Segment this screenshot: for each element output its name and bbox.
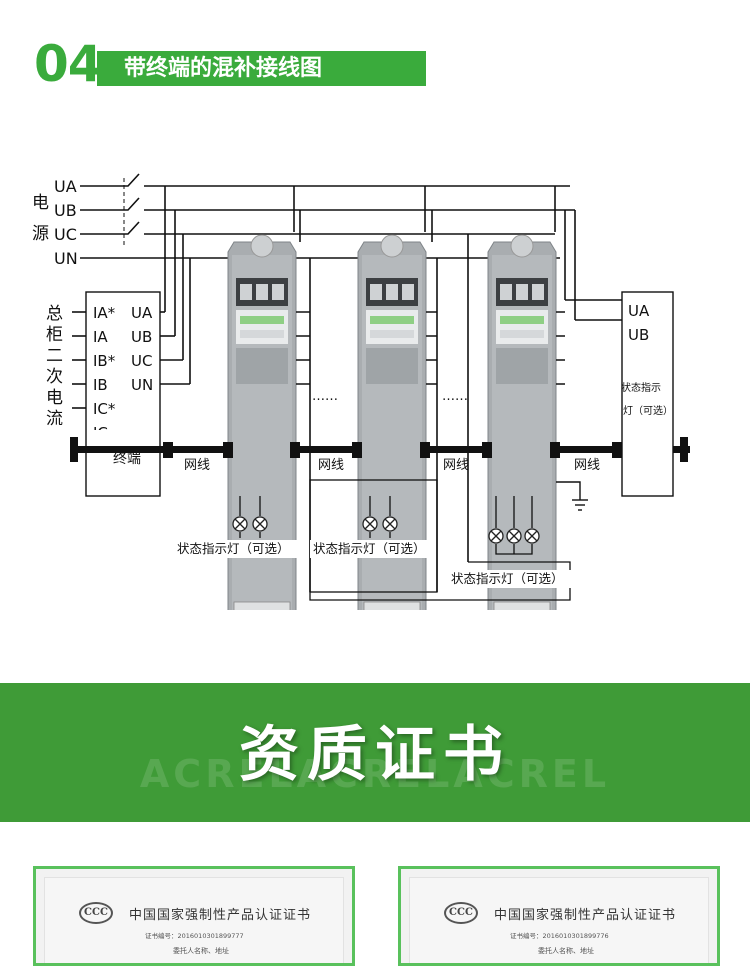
terminal-label-ua: UA [131, 304, 153, 322]
certificate-title: 中国国家强制性产品认证证书 [129, 908, 312, 923]
ccc-logo-icon: CCC [444, 902, 478, 924]
indicator-lamp-2b [382, 516, 398, 532]
cabinet-label-char-6: 流 [46, 409, 63, 429]
terminal-label-ia: IA [93, 328, 108, 346]
terminal-label-ia-star: IA* [93, 304, 116, 322]
section-title: 带终端的混补接线图 [97, 51, 426, 86]
indicator-lamp-3c [524, 528, 540, 544]
cabinet-label-char-2: 柜 [46, 325, 63, 345]
right-controller-box [621, 291, 674, 497]
indicator-lamp-1b [252, 516, 268, 532]
network-label-2: 网线 [318, 458, 344, 473]
power-label-char-1: 电 [32, 193, 49, 213]
power-line-label-ub: UB [54, 201, 77, 220]
certificate-card-2[interactable]: CCC 中国国家强制性产品认证证书 证书编号：2016010301899776 … [398, 866, 720, 966]
ellipsis-1: …… [312, 389, 338, 404]
terminal-name: 终端 [113, 451, 141, 467]
indicator-lamp-3a [488, 528, 504, 544]
indicator-label-3: 状态指示灯（可选） [451, 571, 564, 586]
power-line-label-un: UN [54, 249, 78, 268]
network-label-4: 网线 [574, 458, 600, 473]
certificate-holder: 委托人名称、地址 [173, 947, 229, 955]
ccc-logo-icon: CCC [79, 902, 113, 924]
terminal-label-ic-star: IC* [93, 400, 116, 418]
ellipsis-2: …… [442, 389, 468, 404]
certificates-banner [0, 683, 750, 822]
certificate-number: 证书编号：2016010301899777 [145, 932, 244, 940]
terminal-label-un: UN [131, 376, 153, 394]
terminal-label-ib: IB [93, 376, 108, 394]
network-label-1: 网线 [184, 458, 210, 473]
network-label-3: 网线 [443, 458, 469, 473]
cabinet-label-char-1: 总 [46, 304, 63, 324]
section-number: 04 [34, 35, 103, 93]
certificate-card-1[interactable]: CCC 中国国家强制性产品认证证书 证书编号：2016010301899777 … [33, 866, 355, 966]
terminal-label-ib-star: IB* [93, 352, 116, 370]
indicator-lamp-2a [362, 516, 378, 532]
right-box-label-ub: UB [628, 326, 649, 344]
cabinet-label-char-3: 二 [46, 346, 63, 366]
certificate-title: 中国国家强制性产品认证证书 [494, 908, 677, 923]
certificate-number: 证书编号：2016010301899776 [510, 932, 609, 940]
right-box-label-ua: UA [628, 302, 650, 320]
power-line-label-ua: UA [54, 177, 77, 196]
cabinet-label-char-4: 次 [46, 367, 63, 387]
right-box-partial-2: 灯（可选） [623, 404, 673, 417]
certificate-holder: 委托人名称、地址 [538, 947, 594, 955]
indicator-label-1: 状态指示灯（可选） [177, 541, 290, 556]
banner-watermark: ACRELACRELACREL [139, 752, 611, 796]
terminal-label-ub: UB [131, 328, 152, 346]
wiring-diagram: 电 源 UA UB UC UN 总 柜 二 次 电 流 [32, 173, 690, 610]
terminal-label-uc: UC [131, 352, 152, 370]
ground-icon [556, 481, 588, 511]
power-buses [80, 173, 576, 592]
power-line-label-uc: UC [54, 225, 77, 244]
power-label-char-2: 源 [32, 224, 49, 244]
terminal-box [85, 291, 161, 497]
right-box-partial-1: 状态指示 [621, 381, 661, 394]
indicator-label-2: 状态指示灯（可选） [313, 541, 426, 556]
indicator-lamp-3b [506, 528, 522, 544]
banner-title: 资质证书 [239, 720, 511, 790]
cabinet-label-char-5: 电 [46, 388, 63, 408]
indicator-lamp-1a [232, 516, 248, 532]
